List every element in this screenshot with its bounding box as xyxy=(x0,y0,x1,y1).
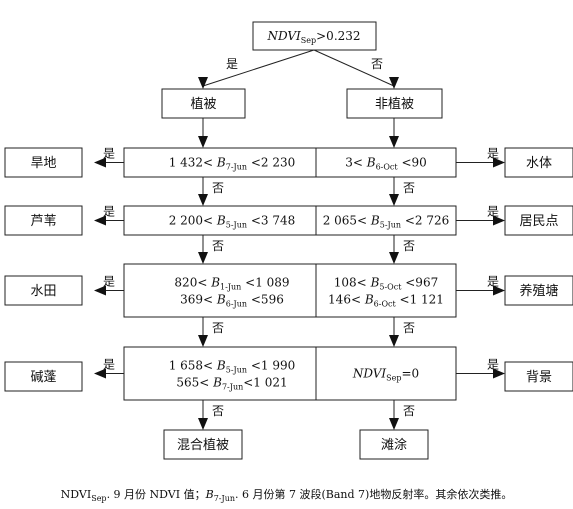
right-label-yes-4: 是 xyxy=(487,358,499,372)
right-label-no-2: 否 xyxy=(403,239,415,253)
left-arrow-title-cond1 xyxy=(198,136,208,148)
right-condition-4: NDVISep=0 xyxy=(352,367,419,383)
left-condition-4-line-1: 1 658< B5-Jun <1 990 xyxy=(169,359,296,375)
right-condition-3-line-1: 108< B5-Oct <967 xyxy=(334,276,438,292)
left-class-3-box xyxy=(4,275,83,306)
left-condition-4-line-2: 565< B7-Jun<1 021 xyxy=(176,376,287,392)
right-arrow-yes-2 xyxy=(493,215,505,226)
right-arrow-no-3 xyxy=(389,335,399,347)
node-texts: NDVISep>0.232是否植被1 432< B7-Jun <2 230旱地是… xyxy=(30,29,558,453)
label-root-yes: 是 xyxy=(226,57,238,71)
edge-root-left xyxy=(202,49,315,87)
edge-root-right xyxy=(313,49,395,87)
right-class-3: 养殖塘 xyxy=(519,283,558,299)
left-class-2-box xyxy=(4,205,83,236)
arrow-root-left xyxy=(198,77,208,89)
right-class-2-box xyxy=(504,205,573,236)
right-condition-1-box xyxy=(315,147,457,178)
left-label-yes-2: 是 xyxy=(103,205,115,219)
right-class-1-box xyxy=(504,147,573,178)
caption-part-0: NDVI xyxy=(60,488,92,501)
left-arrow-no-3 xyxy=(198,335,208,347)
left-arrow-yes-3 xyxy=(94,285,106,296)
left-label-yes-3: 是 xyxy=(103,275,115,289)
right-condition-2: 2 065< B5-Jun <2 726 xyxy=(323,214,450,230)
left-arrow-no-1 xyxy=(198,194,208,206)
left-condition-3-line-1: 820< B1-Jun <1 089 xyxy=(174,276,289,292)
left-class-1: 旱地 xyxy=(30,156,56,171)
left-arrow-yes-2 xyxy=(94,215,106,226)
caption-part-2: . 9 月份 NDVI 值； xyxy=(106,488,206,501)
left-condition-4-box xyxy=(123,346,341,401)
left-class-1-box xyxy=(4,147,83,178)
right-arrow-yes-1 xyxy=(493,157,505,168)
right-arrow-yes-4 xyxy=(493,368,505,379)
left-class-4: 碱蓬 xyxy=(30,370,56,385)
caption-part-3: B xyxy=(205,488,214,501)
right-class-1: 水体 xyxy=(526,156,552,171)
right-condition-2-box xyxy=(315,205,457,236)
caption-part-4: 7-Jun xyxy=(213,494,235,504)
left-condition-3-box xyxy=(123,263,341,318)
right-label-no-1: 否 xyxy=(403,181,415,195)
right-class-4: 背景 xyxy=(526,370,552,385)
right-final-class: 滩涂 xyxy=(381,437,407,453)
left-class-4-box xyxy=(4,361,83,392)
right-arrow-no-4 xyxy=(389,418,399,430)
connector-lines xyxy=(94,49,505,430)
right-condition-4-box xyxy=(315,346,457,401)
left-label-yes-1: 是 xyxy=(103,147,115,161)
left-final-class: 混合植被 xyxy=(177,438,229,453)
right-class-4-box xyxy=(504,361,573,392)
left-label-no-1: 否 xyxy=(212,181,224,195)
right-branch-title: 非植被 xyxy=(375,97,414,112)
left-branch-title-box xyxy=(161,88,246,119)
left-label-yes-4: 是 xyxy=(103,358,115,372)
left-class-3: 水田 xyxy=(30,284,56,299)
right-final-box xyxy=(359,429,429,460)
right-branch-title-box xyxy=(346,88,443,119)
right-condition-1: 3< B6-Oct <90 xyxy=(345,156,427,172)
right-class-2: 居民点 xyxy=(519,214,558,229)
right-label-no-4: 否 xyxy=(403,404,415,418)
left-condition-2-box xyxy=(123,205,341,236)
right-arrow-title-cond1 xyxy=(389,136,399,148)
right-label-yes-2: 是 xyxy=(487,205,499,219)
right-condition-3-box xyxy=(315,263,457,318)
right-arrow-yes-3 xyxy=(493,285,505,296)
root-condition: NDVISep>0.232 xyxy=(266,29,360,45)
left-final-box xyxy=(163,429,243,460)
caption-part-1: Sep xyxy=(91,494,107,504)
right-arrow-no-1 xyxy=(389,194,399,206)
left-condition-2: 2 200< B5-Jun <3 748 xyxy=(169,214,296,230)
root-node xyxy=(252,21,377,51)
arrow-root-right xyxy=(389,77,399,89)
node-boxes xyxy=(4,21,573,460)
right-arrow-no-2 xyxy=(389,252,399,264)
left-arrow-yes-1 xyxy=(94,157,106,168)
right-condition-3-line-2: 146< B6-Oct <1 121 xyxy=(328,293,444,309)
figure-caption: NDVISep. 9 月份 NDVI 值；B7-Jun. 6 月份第 7 波段(… xyxy=(0,486,573,503)
left-condition-1: 1 432< B7-Jun <2 230 xyxy=(169,156,296,172)
left-branch-title: 植被 xyxy=(190,97,216,112)
left-condition-3-line-2: 369< B6-Jun <596 xyxy=(180,293,284,309)
left-arrow-no-4 xyxy=(198,418,208,430)
left-arrow-no-2 xyxy=(198,252,208,264)
right-label-yes-3: 是 xyxy=(487,275,499,289)
right-class-3-box xyxy=(504,275,573,306)
label-root-no: 否 xyxy=(371,57,383,71)
left-arrow-yes-4 xyxy=(94,368,106,379)
caption-part-5: . 6 月份第 7 波段(Band 7)地物反射率。其余依次类推。 xyxy=(235,488,513,501)
left-label-no-3: 否 xyxy=(212,321,224,335)
right-label-yes-1: 是 xyxy=(487,147,499,161)
right-label-no-3: 否 xyxy=(403,321,415,335)
left-label-no-2: 否 xyxy=(212,239,224,253)
left-label-no-4: 否 xyxy=(212,404,224,418)
left-class-2: 芦苇 xyxy=(30,214,56,229)
